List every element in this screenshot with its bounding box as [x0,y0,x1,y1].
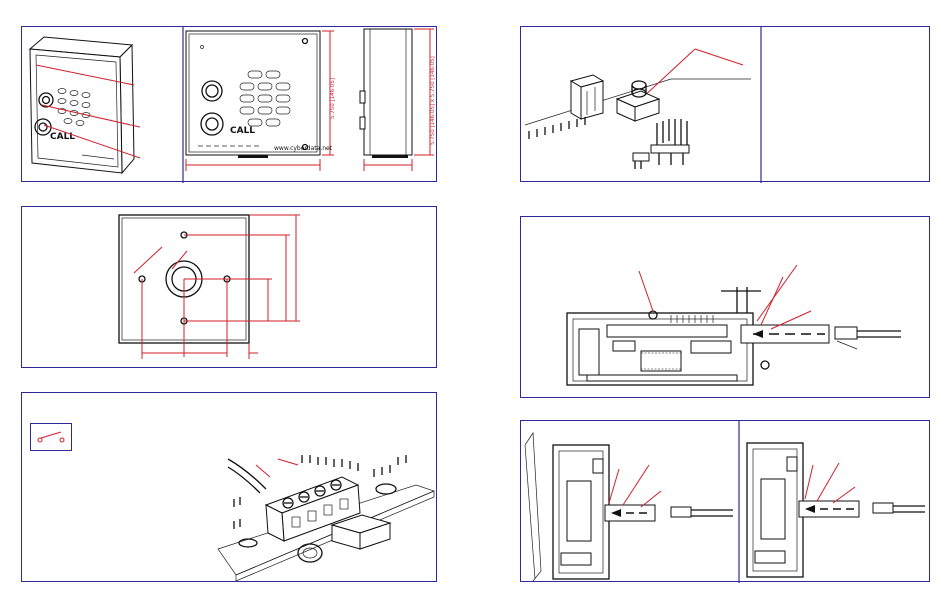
gap-dimension [721,287,761,313]
cross-section-conduit [741,325,901,369]
product-views-drawing: CALL CALL www.cyberdat [22,27,438,183]
wall-mount-view [525,433,733,581]
product-views-panel: CALL CALL www.cyberdat [21,26,437,182]
side-height-dimension: 5.750 [146.05] x 5.750 [146.05] [430,56,436,145]
component-iso-drawing [521,27,931,183]
switch-symbol-icon [30,423,72,451]
surface-mount-view [747,443,925,577]
mounting-template-drawing [22,207,438,369]
cross-section-drawing [521,217,931,399]
iso-knob [617,81,659,121]
isometric-device: CALL [30,37,140,173]
side-view: 5.750 [146.05] x 5.750 [146.05] [360,29,436,171]
wire-insertion-icon [228,459,298,493]
iso-component-block [571,75,603,119]
front-view: CALL www.cyberdata.net 5.750 [146.05] [186,31,336,171]
component-iso-panel [520,26,930,182]
relay-terminal-panel [21,392,437,582]
front-brand-text: www.cyberdata.net [274,145,333,152]
mounting-dimensions [134,215,300,359]
iso-header-pins [633,119,689,169]
mounting-template-panel [21,206,437,368]
terminal-block-drawing [22,393,438,583]
installation-views-drawing [521,421,931,583]
installation-views-panel [520,420,930,582]
cross-section-panel [520,216,930,398]
cross-section-leaders [639,265,811,329]
front-call-label: CALL [230,126,255,136]
front-height-dimension: 5.750 [146.05] [330,78,336,119]
cross-section-enclosure [567,311,753,385]
iso-call-label: CALL [50,132,75,142]
iso-pin-row [529,117,585,139]
